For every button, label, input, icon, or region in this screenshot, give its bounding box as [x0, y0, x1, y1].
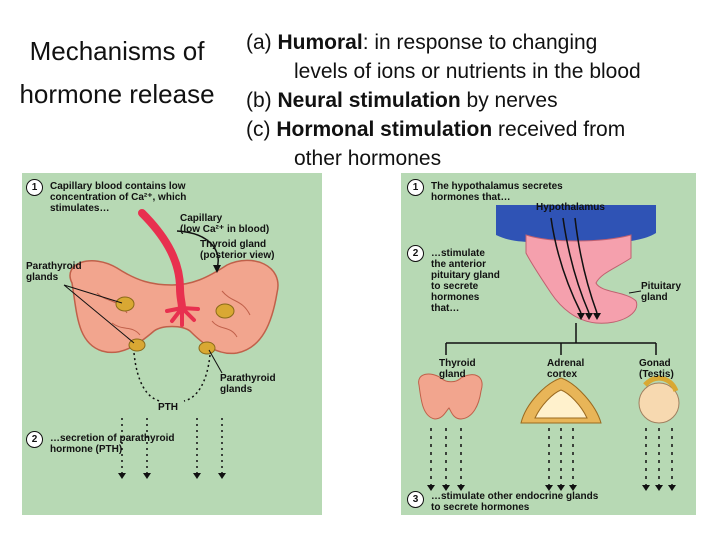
capillary-label: Capillary (low Ca²⁺ in blood) — [180, 213, 270, 235]
step-number: 1 — [26, 179, 43, 196]
slide-title: Mechanisms of hormone release — [19, 36, 215, 109]
thyroid-gland-shape — [69, 259, 279, 355]
step-number: 1 — [407, 179, 424, 196]
bullet-hormonal: (c) Hormonal stimulation received from o… — [246, 115, 716, 173]
thyroid-label: Thyroid gland (posterior view) — [200, 239, 275, 261]
humoral-illustration — [63, 209, 279, 479]
pituitary-label: Pituitary gland — [641, 281, 682, 303]
bullet-list: (a) Humoral: in response to changing lev… — [246, 28, 716, 173]
hypothalamus-label: Hypothalamus — [536, 202, 605, 213]
bullet-text-continued: other hormones — [294, 147, 442, 170]
bullet-term: Neural stimulation — [277, 89, 461, 112]
pituitary-gland-shape — [525, 234, 638, 324]
parathyroid-left-label: Parathyroid glands — [26, 261, 82, 283]
step2-caption: …secretion of parathyroid hormone (PTH) — [50, 433, 175, 455]
gonad-label: Gonad (Testis) — [639, 358, 674, 380]
parathyroid-right-label: Parathyroid glands — [220, 373, 276, 395]
step-number: 2 — [407, 245, 424, 262]
step1-caption: Capillary blood contains low concentrati… — [50, 181, 187, 214]
thyroid-gland-shape — [418, 373, 483, 420]
adrenal-label: Adrenal cortex — [547, 358, 585, 380]
hormonal-diagram: 1 The hypothalamus secretes hormones tha… — [401, 173, 696, 515]
bullet-term: Hormonal stimulation — [276, 118, 493, 141]
hormonal-illustration — [418, 205, 680, 491]
bullet-text-continued: levels of ions or nutrients in the blood — [294, 60, 641, 83]
step1-caption: The hypothalamus secretes hormones that… — [431, 181, 563, 203]
parathyroid-gland — [215, 303, 235, 319]
pth-label: PTH — [158, 402, 178, 413]
parathyroid-gland — [198, 341, 216, 355]
bullet-text: by nerves — [460, 89, 558, 112]
step-number: 2 — [26, 431, 43, 448]
thyroid-label: Thyroid gland — [439, 358, 476, 380]
bullet-neural: (b) Neural stimulation by nerves — [246, 86, 716, 115]
bullet-label: (b) — [246, 89, 278, 112]
parathyroid-gland — [115, 296, 135, 312]
bullet-text: : in response to changing — [362, 31, 598, 54]
humoral-diagram: 1 Capillary blood contains low concentra… — [22, 173, 322, 515]
step2-caption: …stimulate the anterior pituitary gland … — [431, 248, 500, 314]
bullet-label: (c) — [246, 118, 277, 141]
bullet-label: (a) — [246, 31, 278, 54]
bullet-humoral: (a) Humoral: in response to changing lev… — [246, 28, 716, 86]
step3-caption: …stimulate other endocrine glands to sec… — [431, 491, 599, 513]
bullet-text: received from — [492, 118, 626, 141]
bullet-term: Humoral — [277, 31, 363, 54]
capillary-shape — [138, 209, 186, 312]
step-number: 3 — [407, 491, 424, 508]
gonad-shape — [638, 382, 680, 424]
